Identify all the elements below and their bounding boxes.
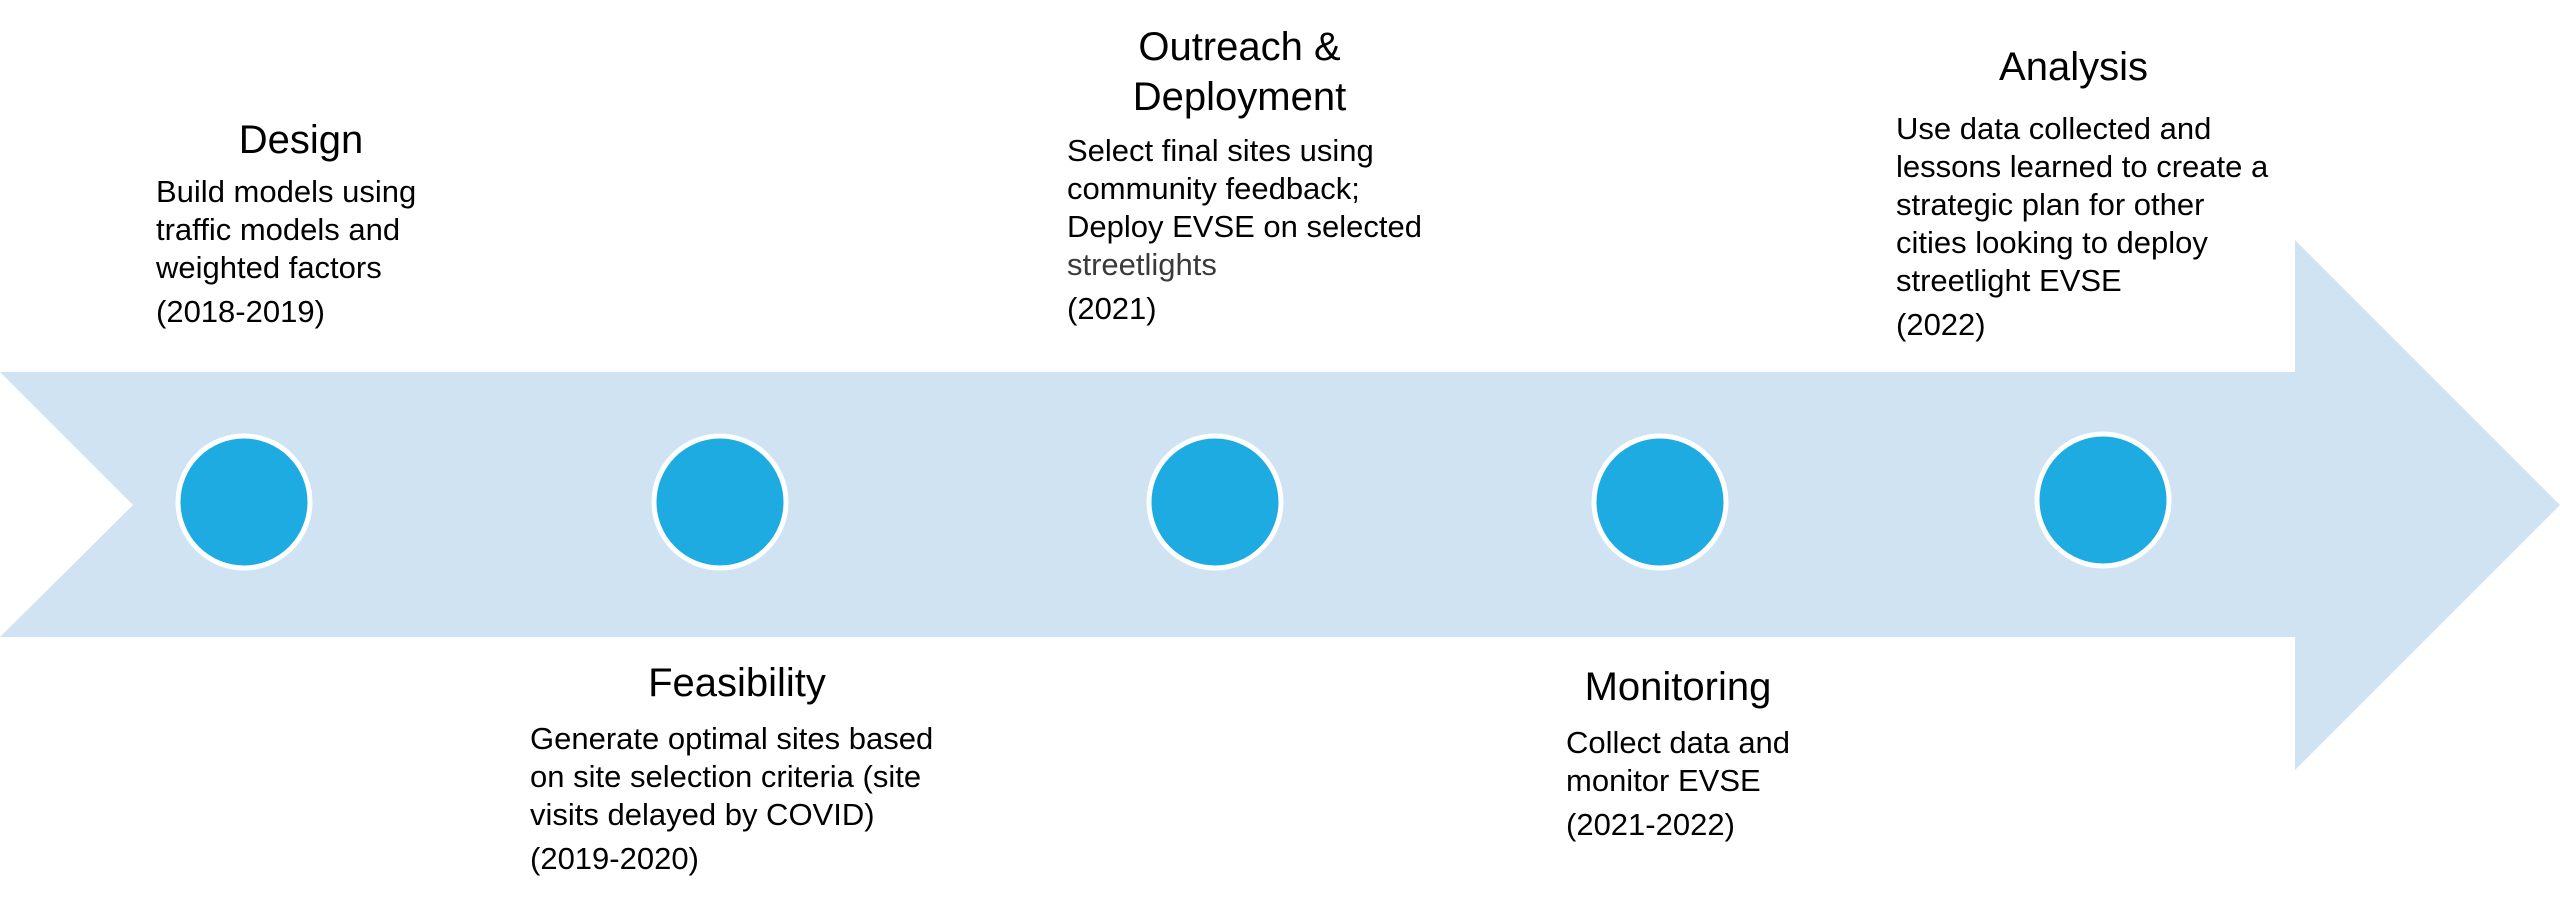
stage-description-line: Generate optimal sites based [530,721,934,756]
stage-design: Design Build models using traffic models… [156,115,466,331]
stage-dates: (2021-2022) [1566,807,1735,842]
milestone-circle-design [175,433,313,571]
stage-description-line: traffic models and [156,212,401,247]
stage-description-line: strategic plan for other [1896,187,2205,222]
stage-description-line: visits delayed by COVID) [530,797,875,832]
milestone-circle-analysis [2034,431,2172,569]
stage-title-line: Outreach & [1138,25,1341,69]
stage-feasibility: Feasibility Generate optimal sites based… [530,658,944,878]
stage-description-line: Deploy EVSE on selected [1067,209,1422,244]
milestone-circle-monitoring [1591,433,1729,571]
stage-description-line: community feedback; [1067,171,1360,206]
stage-description-line: Use data collected and [1896,111,2212,146]
stage-monitoring: Monitoring Collect data and monitor EVSE… [1566,662,1790,844]
stage-dates: (2019-2020) [530,841,699,876]
milestone-circle-outreach [1146,433,1284,571]
stage-description-line: Collect data and [1566,725,1791,760]
stage-title: Feasibility [648,661,826,705]
stage-outreach-deployment: Outreach & Deployment Select final sites… [1067,22,1422,328]
stage-description-line: Select final sites using [1067,133,1374,168]
stage-title: Monitoring [1584,665,1772,709]
stage-title: Analysis [1999,45,2148,89]
stage-description-line: streetlight EVSE [1896,263,2122,298]
stage-description-line: on site selection criteria (site [530,759,922,794]
stage-description-line: monitor EVSE [1566,763,1761,798]
stage-dates: (2021) [1067,291,1157,326]
stage-description-line: lessons learned to create a [1896,149,2269,184]
stage-description-line: Build models using [156,174,417,209]
stage-title-line: Deployment [1132,75,1347,119]
stage-analysis: Analysis Use data collected and lessons … [1896,42,2268,344]
stage-title: Design [238,118,364,162]
stage-description-line: streetlights [1067,247,1217,282]
stage-description-line: cities looking to deploy [1896,225,2208,260]
milestone-circle-feasibility [651,433,789,571]
stage-dates: (2018-2019) [156,294,325,329]
stage-dates: (2022) [1896,307,1986,342]
stage-description-line: weighted factors [156,250,382,285]
